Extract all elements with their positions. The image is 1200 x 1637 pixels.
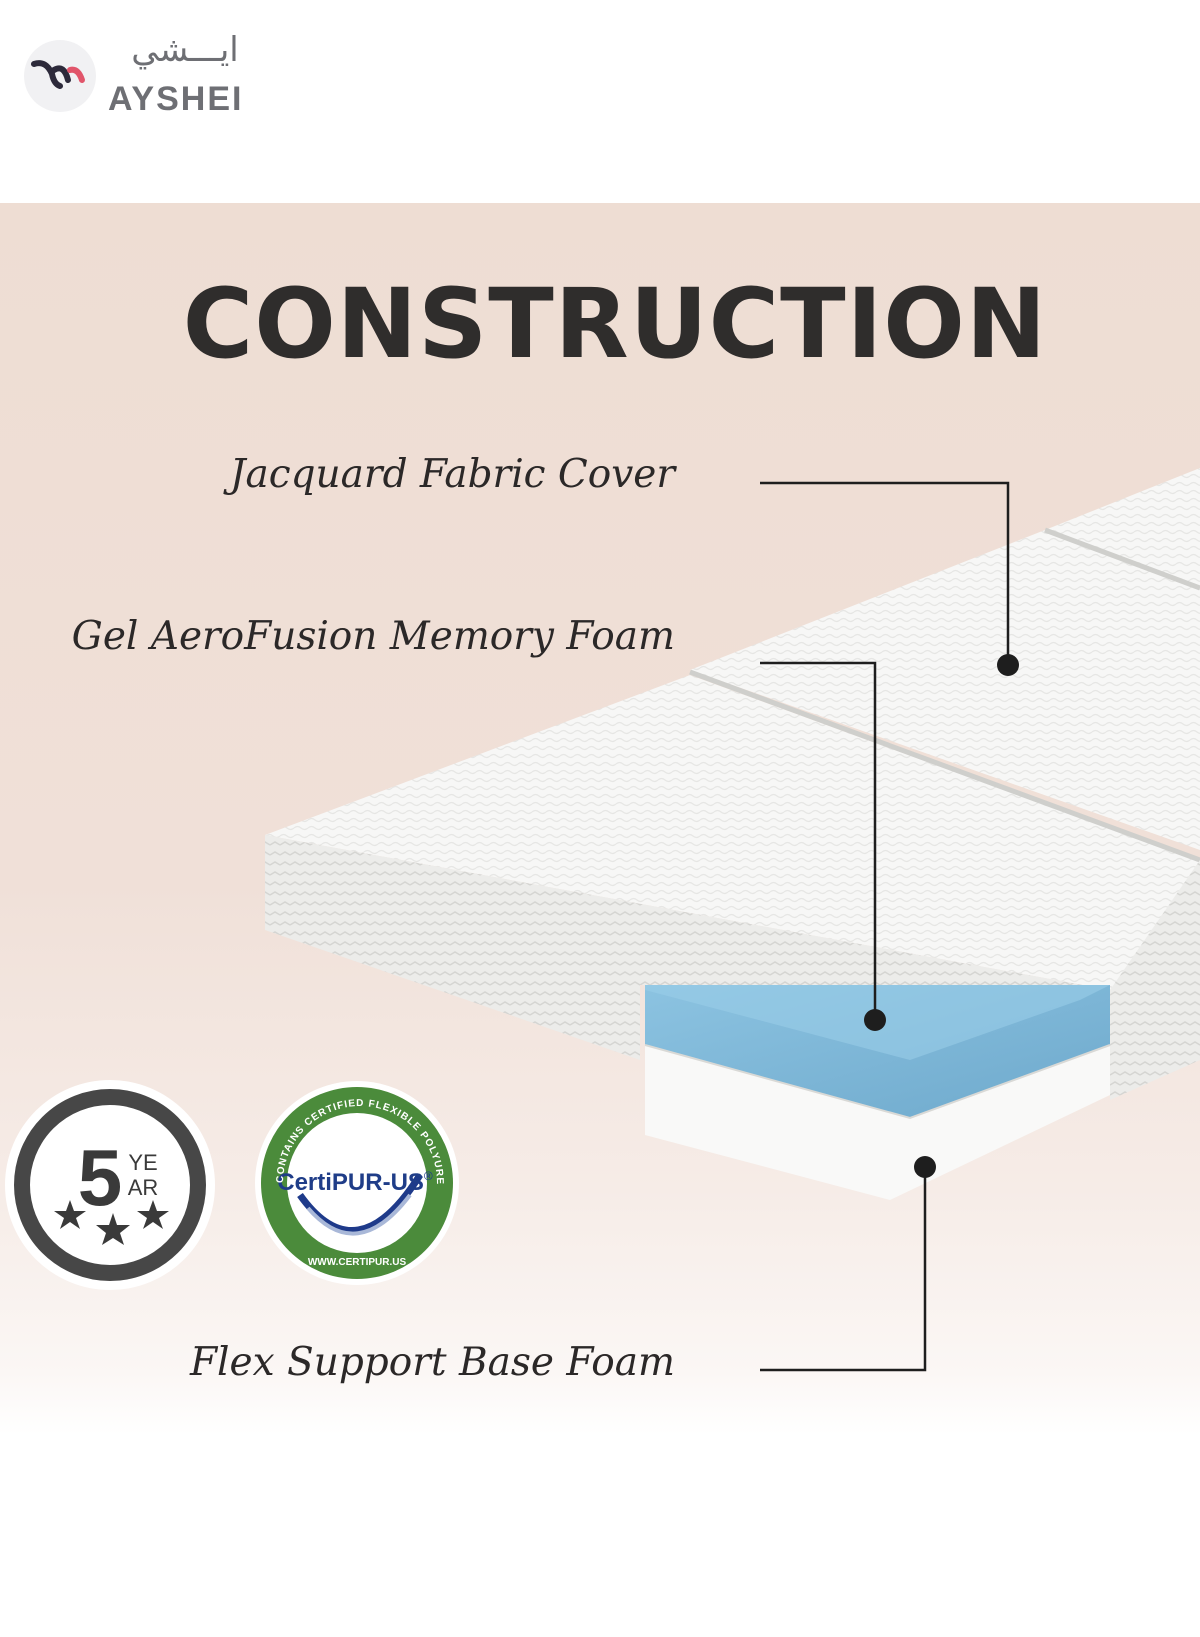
warranty-year-line2: AR (128, 1175, 159, 1200)
callout-dot-base (914, 1156, 936, 1178)
layer-label-gel: Gel AeroFusion Memory Foam (71, 614, 675, 659)
certipur-name: CertiPUR-US® (277, 1169, 433, 1196)
callout-line-cover (760, 481, 1010, 665)
warranty-year-line1: YE (128, 1150, 157, 1175)
callout-line-gel (760, 661, 877, 1020)
mattress-side-right (1110, 860, 1200, 1100)
mattress-side (265, 835, 1110, 1060)
certipur-url: WWW.CERTIPUR.US (308, 1257, 407, 1268)
callout-dot-gel (864, 1009, 886, 1031)
fold-seam (689, 669, 1200, 863)
mattress-panel-far (1045, 468, 1200, 595)
warranty-badge: 5 YE AR (5, 1080, 215, 1290)
page-title: CONSTRUCTION (182, 268, 1048, 380)
fold-seam (1044, 527, 1200, 591)
mattress-panel-middle (690, 530, 1200, 850)
brand-latin-name: AYSHEI (108, 80, 244, 118)
header: ايـــشي AYSHEI (0, 0, 1200, 200)
callout-line-base (760, 1167, 927, 1372)
layer-label-cover: Jacquard Fabric Cover (229, 452, 675, 497)
brand-logo[interactable] (24, 40, 96, 112)
certipur-ring-text: CONTAINS CERTIFIED FLEXIBLE POLYURETHANE… (0, 0, 444, 1185)
callout-dot-cover (997, 654, 1019, 676)
svg-text:CONTAINS CERTIFIED FLEXIBLE PO: CONTAINS CERTIFIED FLEXIBLE POLYURETHANE… (0, 0, 445, 1185)
layer-label-base: Flex Support Base Foam (189, 1340, 675, 1385)
base-foam-layer (645, 1045, 1110, 1200)
brand-arabic-name: ايـــشي (131, 30, 239, 70)
ayshei-logo-icon (31, 60, 85, 89)
warranty-number: 5 (78, 1133, 123, 1222)
mattress-panel-near (265, 675, 1200, 990)
star-icon (54, 1200, 169, 1245)
